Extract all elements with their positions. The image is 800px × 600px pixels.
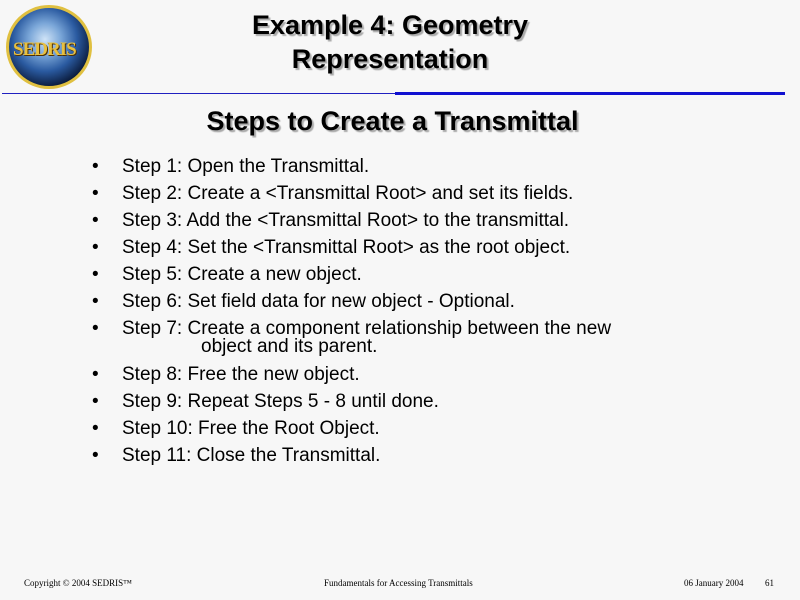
bullet-icon: • bbox=[92, 183, 99, 204]
bullet-icon: • bbox=[92, 364, 99, 385]
step-text: Step 7: Create a component relationship … bbox=[122, 318, 612, 339]
footer-copyright: Copyright © 2004 SEDRIS™ bbox=[24, 578, 132, 588]
divider-left bbox=[2, 93, 395, 94]
step-item: • Step 10: Free the Root Object. bbox=[92, 415, 611, 442]
title-line-2: Representation bbox=[291, 44, 489, 74]
step-text: Step 8: Free the new object. bbox=[122, 364, 360, 385]
bullet-icon: • bbox=[92, 237, 99, 258]
bullet-icon: • bbox=[92, 445, 99, 466]
step-item: • Step 2: Create a <Transmittal Root> and… bbox=[92, 180, 611, 207]
divider-right bbox=[395, 92, 785, 95]
step-text: Step 11: Close the Transmittal. bbox=[122, 445, 381, 466]
step-text: Step 4: Set the <Transmittal Root> as th… bbox=[122, 237, 571, 258]
step-text: Step 5: Create a new object. bbox=[122, 264, 362, 285]
step-text-continued: object and its parent. bbox=[201, 336, 378, 357]
step-text: Step 2: Create a <Transmittal Root> and … bbox=[122, 183, 574, 204]
step-text: Step 3: Add the <Transmittal Root> to th… bbox=[122, 210, 570, 231]
step-item: • Step 11: Close the Transmittal. bbox=[92, 442, 611, 469]
step-item: • Step 9: Repeat Steps 5 - 8 until done. bbox=[92, 388, 611, 415]
footer-course: Fundamentals for Accessing Transmittals bbox=[324, 578, 473, 588]
bullet-icon: • bbox=[92, 264, 99, 285]
step-item: • Step 7: Create a component relationship… bbox=[92, 315, 611, 356]
step-item: • Step 5: Create a new object. bbox=[92, 261, 611, 288]
bullet-icon: • bbox=[92, 418, 99, 439]
logo-text: SEDRIS bbox=[13, 39, 77, 60]
bullet-icon: • bbox=[92, 318, 99, 339]
step-text: Step 1: Open the Transmittal. bbox=[122, 156, 370, 177]
sedris-logo: SEDRIS bbox=[6, 5, 92, 89]
step-text: Step 9: Repeat Steps 5 - 8 until done. bbox=[122, 391, 439, 412]
step-item: • Step 1: Open the Transmittal. bbox=[92, 153, 611, 180]
step-item: • Step 8: Free the new object. bbox=[92, 361, 611, 388]
bullet-icon: • bbox=[92, 291, 99, 312]
step-text: Step 6: Set field data for new object - … bbox=[122, 291, 515, 312]
title-line-1: Example 4: Geometry bbox=[251, 10, 529, 40]
footer-date: 06 January 2004 bbox=[684, 578, 744, 588]
steps-list: • Step 1: Open the Transmittal. • Step 2: C… bbox=[92, 153, 611, 469]
bullet-icon: • bbox=[92, 156, 99, 177]
step-item: • Step 6: Set field data for new object -… bbox=[92, 288, 611, 315]
step-item: • Step 3: Add the <Transmittal Root> to t… bbox=[92, 207, 611, 234]
step-item: • Step 4: Set the <Transmittal Root> as t… bbox=[92, 234, 611, 261]
bullet-icon: • bbox=[92, 210, 99, 231]
footer-page-number: 61 bbox=[765, 578, 774, 588]
bullet-icon: • bbox=[92, 391, 99, 412]
slide-subtitle: Steps to Create a Transmittal bbox=[206, 106, 579, 136]
step-text: Step 10: Free the Root Object. bbox=[122, 418, 380, 439]
